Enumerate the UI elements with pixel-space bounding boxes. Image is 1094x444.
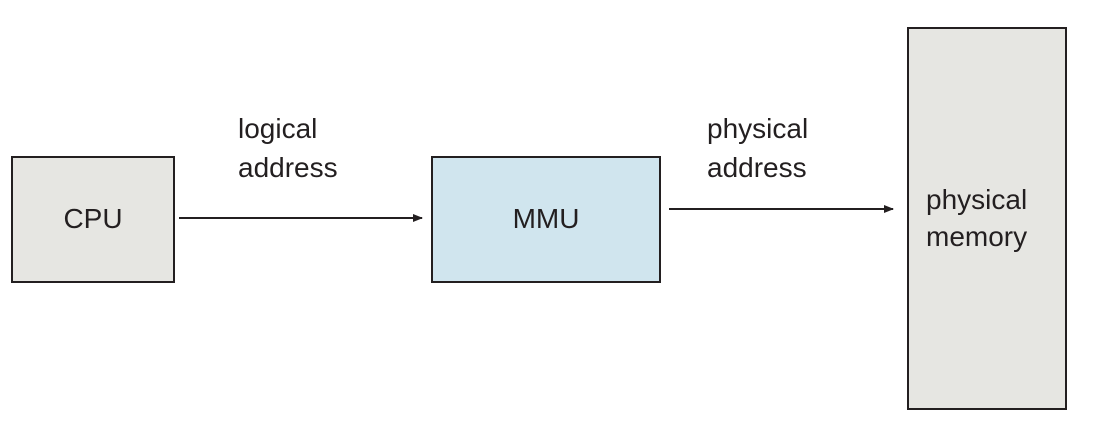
mmu-box: MMU <box>431 156 661 283</box>
physical-address-label: physical address <box>707 113 809 183</box>
cpu-box: CPU <box>11 156 175 283</box>
physical-memory-label: physical memory <box>926 184 1028 252</box>
mmu-label: MMU <box>512 203 580 235</box>
physical-memory-box: physical memory <box>907 27 1067 410</box>
logical-address-label: logical address <box>238 113 338 183</box>
cpu-label: CPU <box>63 203 123 235</box>
